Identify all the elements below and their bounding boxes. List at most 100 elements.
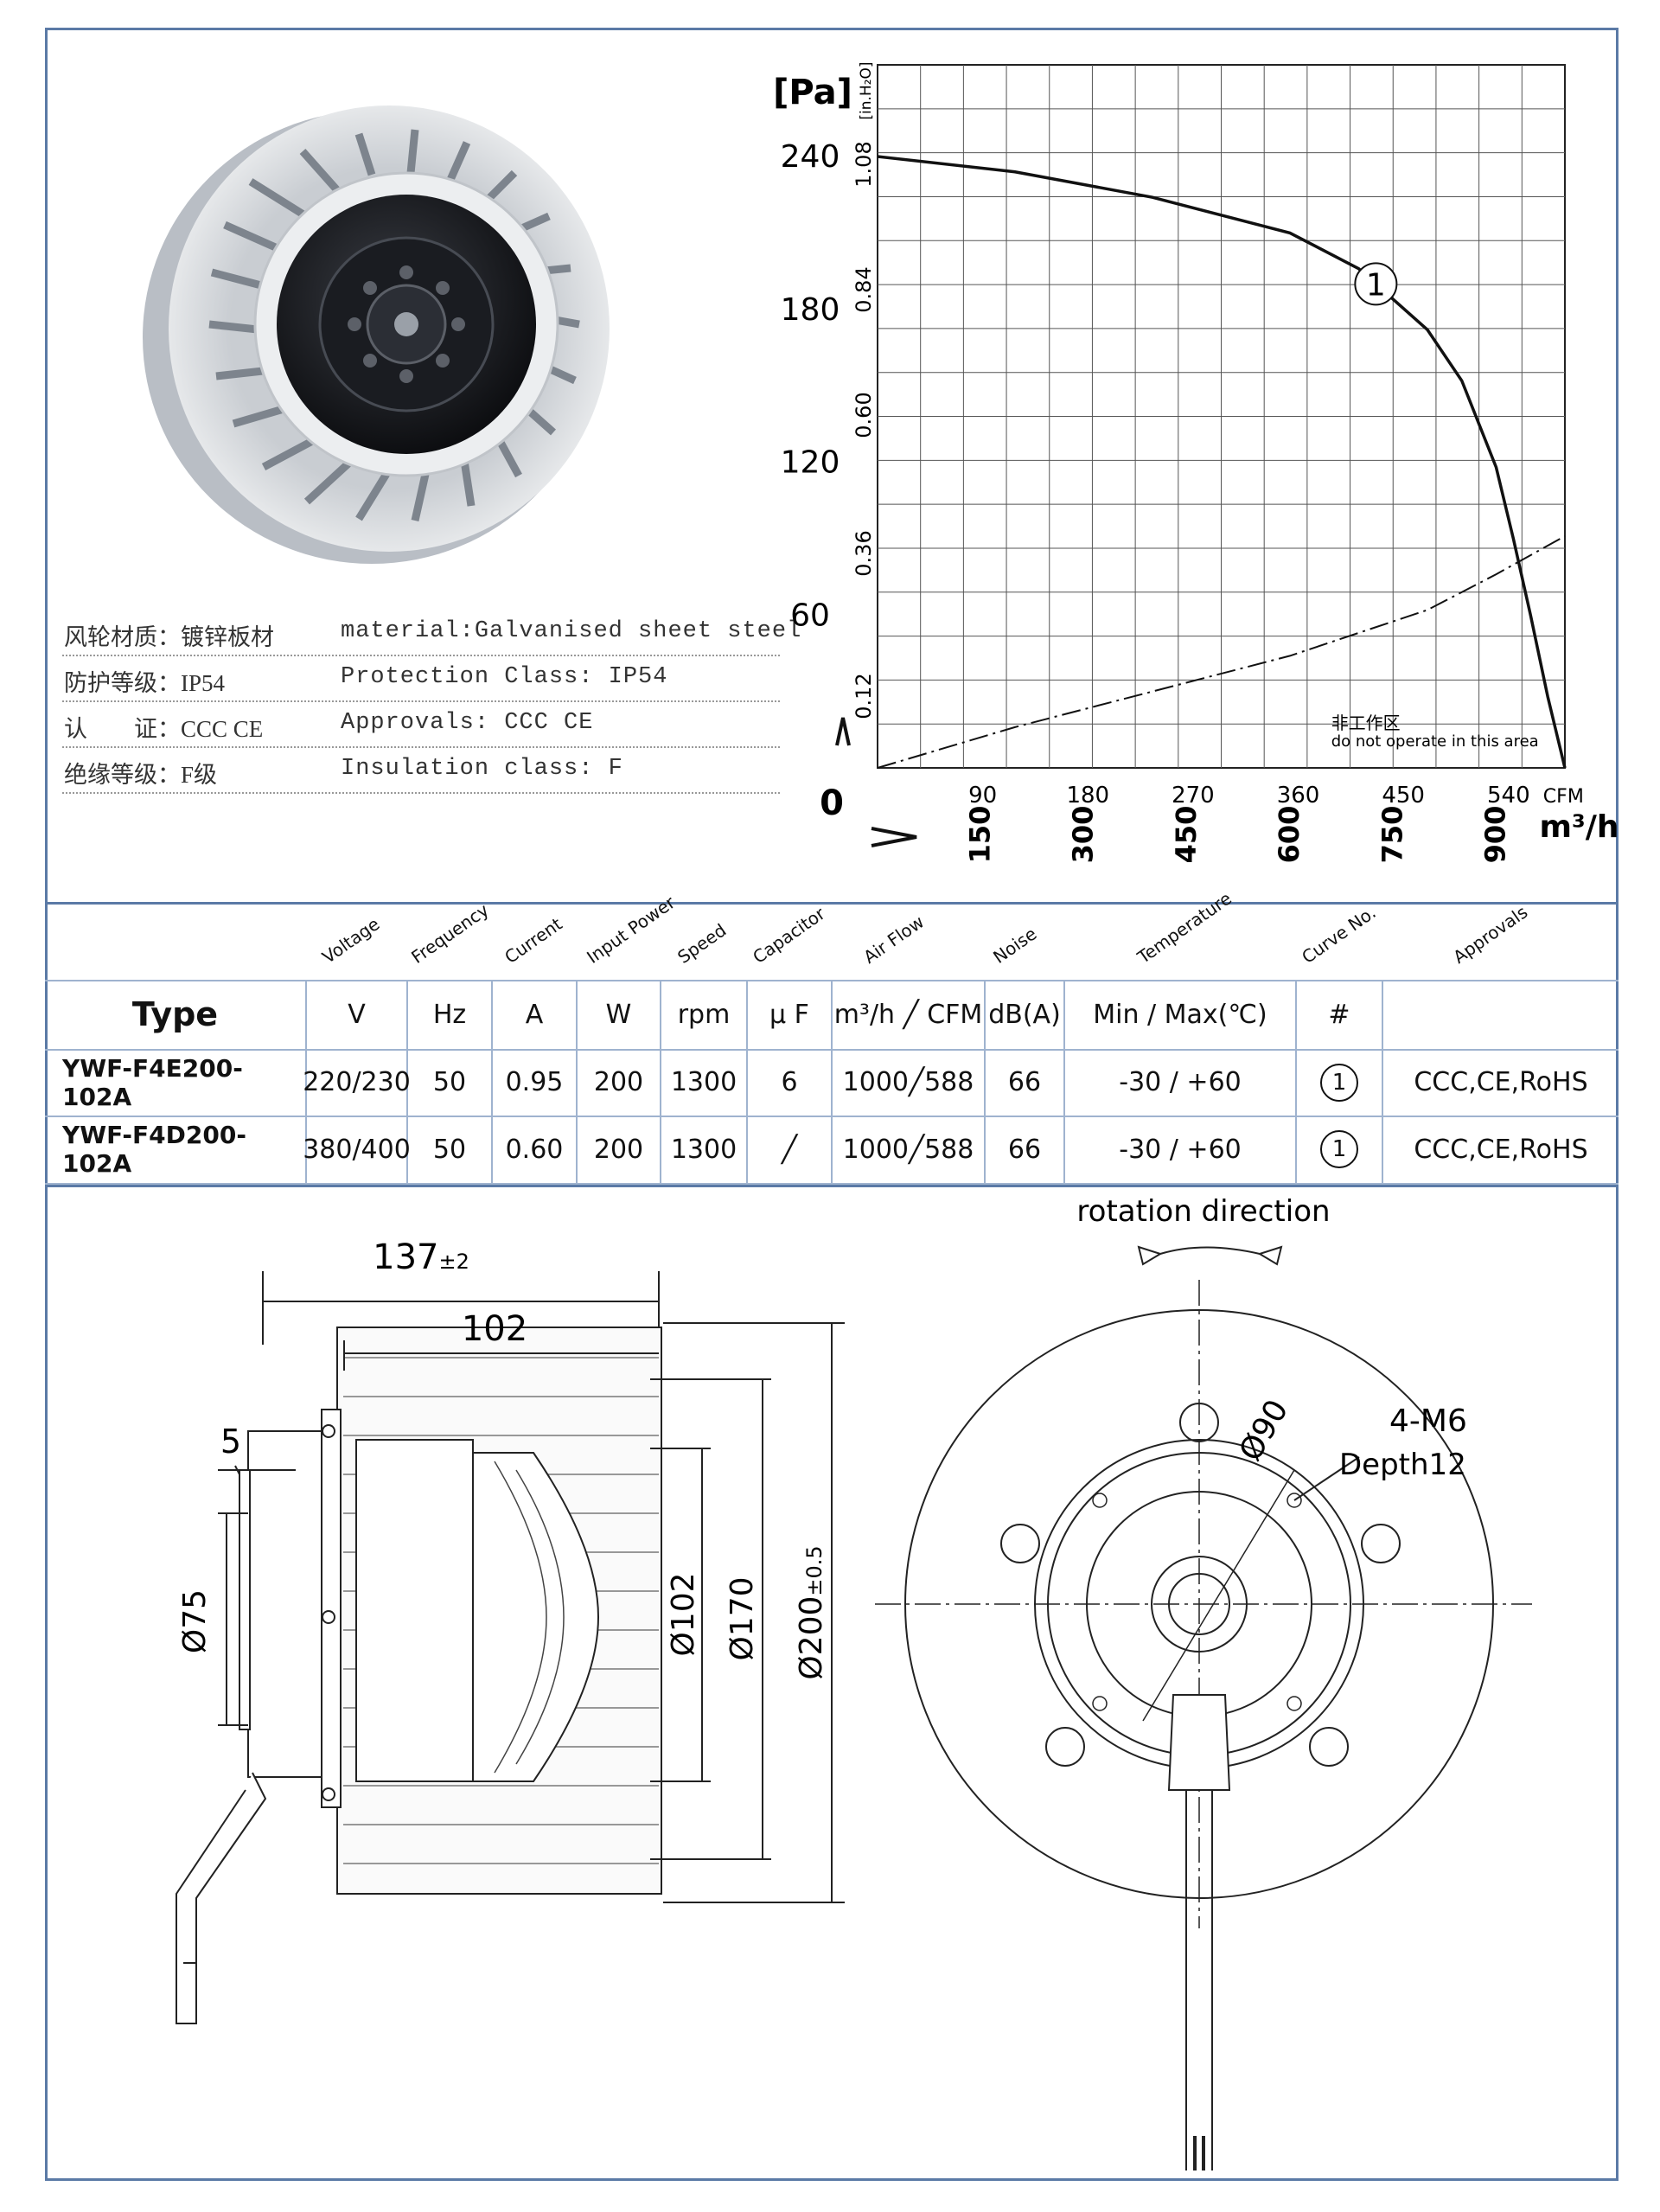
table-row-line <box>45 1183 1618 1185</box>
spec-insulation-cn: 绝缘等级：F级 <box>64 762 218 788</box>
spec-material-cn: 风轮材质：镀锌板材 <box>64 624 274 650</box>
table-cell: 200 <box>578 1116 661 1183</box>
x-tick-m3h: 450 <box>1170 806 1203 864</box>
table-cell: 50 <box>408 1116 493 1183</box>
x-tick-cfm: 540 <box>1487 783 1530 809</box>
table-unit-cell: V <box>307 980 408 1049</box>
page-frame <box>45 28 1618 2181</box>
table-cell: -30 / +60 <box>1065 1116 1297 1183</box>
dim-200-label: Ø200±0.5 <box>794 1545 829 1679</box>
table-cell: YWF-F4D200-102A <box>45 1116 307 1183</box>
table-cell: 0.60 <box>493 1116 578 1183</box>
table-cell: 380/400 <box>303 1116 411 1183</box>
curve-number-badge: 1 <box>1320 1130 1358 1168</box>
table-cell: 66 <box>986 1116 1065 1183</box>
x-tick-cfm: 270 <box>1172 783 1215 809</box>
table-cell: -30 / +60 <box>1065 1049 1297 1116</box>
curve-number-badge: 1 <box>1320 1063 1358 1102</box>
non-operating-zone-en: do not operate in this area <box>1331 732 1539 751</box>
x-unit-m3h: m³/h <box>1540 809 1619 845</box>
chart-curves <box>877 155 1567 769</box>
rotation-direction-label: rotation direction <box>1076 1194 1330 1229</box>
technical-drawings: 137±2 102 5 Ø75 Ø102 Ø170 Ø200±0.5 <box>176 1194 1532 2170</box>
dim-102-label: Ø102 <box>666 1572 701 1656</box>
x-tick-cfm: 90 <box>968 783 997 809</box>
table-cell: 220/230 <box>303 1049 411 1116</box>
curve-number-label: 1 <box>1366 267 1386 303</box>
y-unit-inh2o: [in.H₂O] <box>858 61 875 119</box>
spec-approvals-cn: 认 证：CCC CE <box>64 716 264 742</box>
x-tick-m3h: 600 <box>1273 806 1306 864</box>
table-cell: CCC,CE,RoHS <box>1414 1134 1588 1165</box>
x-tick-cfm: 450 <box>1382 783 1425 809</box>
table-unit-cell: Type <box>45 980 307 1049</box>
y-tick-pa: 60 <box>790 598 830 633</box>
spec-material-en: material:Galvanised sheet steel <box>341 618 802 644</box>
curve-number-marker <box>1354 262 1398 306</box>
table-unit-cell: Min / Max(℃) <box>1065 980 1297 1049</box>
table-cell: 1 <box>1297 1049 1383 1116</box>
chart-grid <box>877 64 1566 769</box>
fan-product-photo <box>143 105 610 564</box>
table-cell: 66 <box>986 1049 1065 1116</box>
table-unit-cell: μ F <box>748 980 833 1049</box>
y-tick-inh2o: 0.12 <box>852 673 876 719</box>
spec-insulation-en: Insulation class: F <box>341 756 623 782</box>
spec-approvals: 认 证：CCC CE Approvals: CCC CE <box>62 701 780 748</box>
table-unit-cell: Hz <box>408 980 493 1049</box>
chart-labels: 1240180120600[Pa]1.080.840.600.360.12[in… <box>773 61 1618 863</box>
y-unit-pa: [Pa] <box>773 73 852 112</box>
table-unit-cell <box>1383 980 1618 1049</box>
x-tick-m3h: 900 <box>1479 806 1512 864</box>
x-tick-m3h: 150 <box>963 806 996 864</box>
table-cell: 0.95 <box>493 1049 578 1116</box>
table-cell: 1000╱588 <box>833 1049 986 1116</box>
holes-label: 4-M6 <box>1389 1403 1467 1439</box>
front-view <box>875 1245 1532 2170</box>
section-divider-bottom <box>45 1185 1618 1187</box>
origin-label: 0 <box>820 783 844 823</box>
spec-protection-cn: 防护等级：IP54 <box>64 670 226 696</box>
table-unit-cell: rpm <box>661 980 748 1049</box>
table-cell: 1 <box>1297 1116 1383 1183</box>
table-cell: 200 <box>578 1049 661 1116</box>
spec-material: 风轮材质：镀锌板材 material:Galvanised sheet stee… <box>62 610 801 656</box>
spec-protection: 防护等级：IP54 Protection Class: IP54 <box>62 655 780 702</box>
x-arrow-icon <box>871 827 917 847</box>
spec-insulation: 绝缘等级：F级 Insulation class: F <box>62 747 780 794</box>
x-tick-cfm: 360 <box>1277 783 1320 809</box>
table-cell: YWF-F4E200-102A <box>45 1049 307 1116</box>
x-tick-m3h: 300 <box>1067 806 1100 864</box>
series-curve-1 <box>877 155 1567 769</box>
section-divider-top <box>45 902 1618 905</box>
performance-chart: 1240180120600[Pa]1.080.840.600.360.12[in… <box>773 61 1618 863</box>
y-tick-inh2o: 0.36 <box>852 530 876 576</box>
y-tick-inh2o: 1.08 <box>852 141 876 187</box>
x-tick-cfm: 180 <box>1066 783 1109 809</box>
dim-75-label: Ø75 <box>177 1589 213 1653</box>
dim-170-label: Ø170 <box>725 1576 760 1660</box>
table-cell: 6 <box>748 1049 833 1116</box>
y-arrow-icon <box>835 717 851 746</box>
table-cell: 1300 <box>661 1116 748 1183</box>
side-view <box>176 1271 845 2024</box>
table-cell: ╱ <box>748 1116 833 1183</box>
y-tick-pa: 240 <box>781 139 840 175</box>
y-tick-pa: 180 <box>781 292 840 328</box>
spec-protection-en: Protection Class: IP54 <box>341 664 668 690</box>
y-tick-inh2o: 0.84 <box>852 266 876 312</box>
spec-approvals-en: Approvals: CCC CE <box>341 710 594 736</box>
table-unit-cell: dB(A) <box>986 980 1065 1049</box>
table-cell: 50 <box>408 1049 493 1116</box>
y-tick-pa: 120 <box>781 445 840 481</box>
non-operating-zone-cn: 非工作区 <box>1331 713 1401 733</box>
table-unit-cell: # <box>1297 980 1383 1049</box>
dim-5-label: 5 <box>220 1422 241 1461</box>
table-unit-cell: A <box>493 980 578 1049</box>
table-unit-cell: W <box>578 980 661 1049</box>
dim-137-label: 137±2 <box>373 1237 469 1277</box>
x-unit-cfm: CFM <box>1543 786 1584 808</box>
x-tick-m3h: 750 <box>1376 806 1408 864</box>
table-cell: CCC,CE,RoHS <box>1414 1067 1588 1097</box>
system-resistance-curve <box>877 535 1566 769</box>
